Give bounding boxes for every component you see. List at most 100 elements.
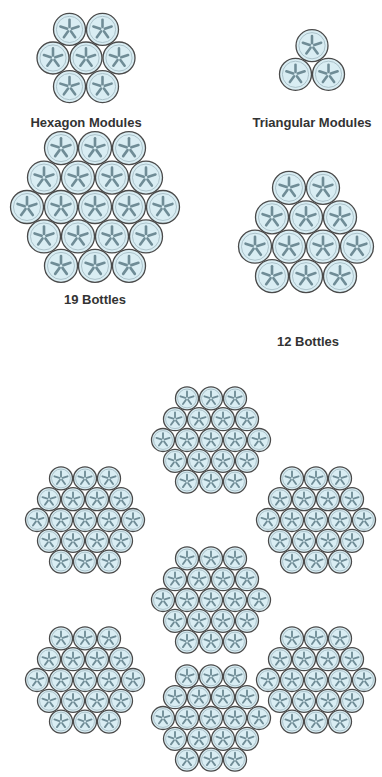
bottle bbox=[236, 449, 259, 472]
bottle bbox=[164, 686, 187, 709]
bottle bbox=[122, 509, 145, 532]
bottle bbox=[200, 707, 223, 730]
bottle bbox=[236, 568, 259, 591]
bottle bbox=[329, 467, 352, 490]
bottle bbox=[176, 589, 199, 612]
bottle bbox=[176, 470, 199, 493]
bottle bbox=[152, 589, 175, 612]
bottle bbox=[341, 230, 374, 263]
bottle bbox=[290, 260, 323, 293]
bottle bbox=[50, 467, 73, 490]
bottle bbox=[98, 627, 121, 650]
bottle bbox=[200, 547, 223, 570]
bottle bbox=[62, 220, 95, 253]
bottle bbox=[239, 230, 272, 263]
bottle bbox=[50, 669, 73, 692]
bottle bbox=[236, 609, 259, 632]
bottle bbox=[329, 627, 352, 650]
bottle bbox=[224, 748, 247, 771]
bottle bbox=[86, 529, 109, 552]
bottle bbox=[324, 201, 357, 234]
bottle bbox=[113, 249, 146, 282]
bottle bbox=[281, 710, 304, 733]
bottle bbox=[248, 589, 271, 612]
bottle bbox=[256, 260, 289, 293]
bottle bbox=[188, 408, 211, 431]
bottle bbox=[224, 429, 247, 452]
bottle bbox=[62, 648, 85, 671]
bottle bbox=[37, 42, 69, 74]
bottle bbox=[248, 707, 271, 730]
caption-label: 19 Bottles bbox=[64, 292, 126, 308]
bottle bbox=[317, 529, 340, 552]
bottle bbox=[257, 509, 280, 532]
bottle bbox=[281, 627, 304, 650]
bottle bbox=[86, 488, 109, 511]
bottle bbox=[50, 710, 73, 733]
bottle bbox=[200, 429, 223, 452]
bottle bbox=[305, 710, 328, 733]
bottle bbox=[152, 707, 175, 730]
bottle bbox=[98, 550, 121, 573]
bottle bbox=[273, 230, 306, 263]
bottle bbox=[307, 230, 340, 263]
bottle bbox=[11, 191, 44, 224]
bottle bbox=[329, 550, 352, 573]
bottle bbox=[79, 191, 112, 224]
bottle bbox=[130, 161, 163, 194]
caption-label: Hexagon Modules bbox=[30, 115, 141, 131]
bottle bbox=[313, 58, 345, 90]
bottle bbox=[38, 689, 61, 712]
bottle bbox=[38, 648, 61, 671]
bottle bbox=[96, 161, 129, 194]
bottle bbox=[164, 449, 187, 472]
bottle bbox=[224, 387, 247, 410]
bottle bbox=[224, 589, 247, 612]
bottle bbox=[54, 13, 86, 45]
bottle bbox=[212, 727, 235, 750]
bottle bbox=[45, 249, 78, 282]
bottle bbox=[96, 220, 129, 253]
bottle bbox=[50, 627, 73, 650]
bottle bbox=[45, 132, 78, 165]
bottle bbox=[164, 727, 187, 750]
bottle bbox=[130, 220, 163, 253]
bottle bbox=[273, 171, 306, 204]
caption-label: Triangular Modules bbox=[252, 115, 371, 131]
bottle bbox=[26, 509, 49, 532]
bottle bbox=[248, 429, 271, 452]
bottle bbox=[38, 529, 61, 552]
bottle bbox=[305, 467, 328, 490]
bottle bbox=[62, 488, 85, 511]
bottle bbox=[293, 648, 316, 671]
bottle bbox=[74, 627, 97, 650]
bottle bbox=[98, 710, 121, 733]
bottle bbox=[200, 665, 223, 688]
bottle bbox=[87, 71, 119, 103]
bottle bbox=[79, 132, 112, 165]
bottle bbox=[269, 689, 292, 712]
bottle bbox=[188, 568, 211, 591]
bottle bbox=[341, 689, 364, 712]
bottle bbox=[212, 408, 235, 431]
bottle bbox=[329, 669, 352, 692]
bottle bbox=[212, 449, 235, 472]
bottle bbox=[188, 609, 211, 632]
bottle bbox=[281, 467, 304, 490]
bottle bbox=[224, 547, 247, 570]
bottle bbox=[305, 509, 328, 532]
bottle bbox=[290, 201, 323, 234]
bottle bbox=[212, 609, 235, 632]
bottle bbox=[26, 669, 49, 692]
bottle bbox=[317, 488, 340, 511]
bottle bbox=[224, 630, 247, 653]
bottle bbox=[176, 665, 199, 688]
bottle bbox=[188, 449, 211, 472]
bottle bbox=[28, 161, 61, 194]
bottle bbox=[113, 132, 146, 165]
bottle bbox=[103, 42, 135, 74]
bottle bbox=[110, 488, 133, 511]
bottle bbox=[62, 689, 85, 712]
bottle bbox=[224, 665, 247, 688]
bottle bbox=[256, 201, 289, 234]
